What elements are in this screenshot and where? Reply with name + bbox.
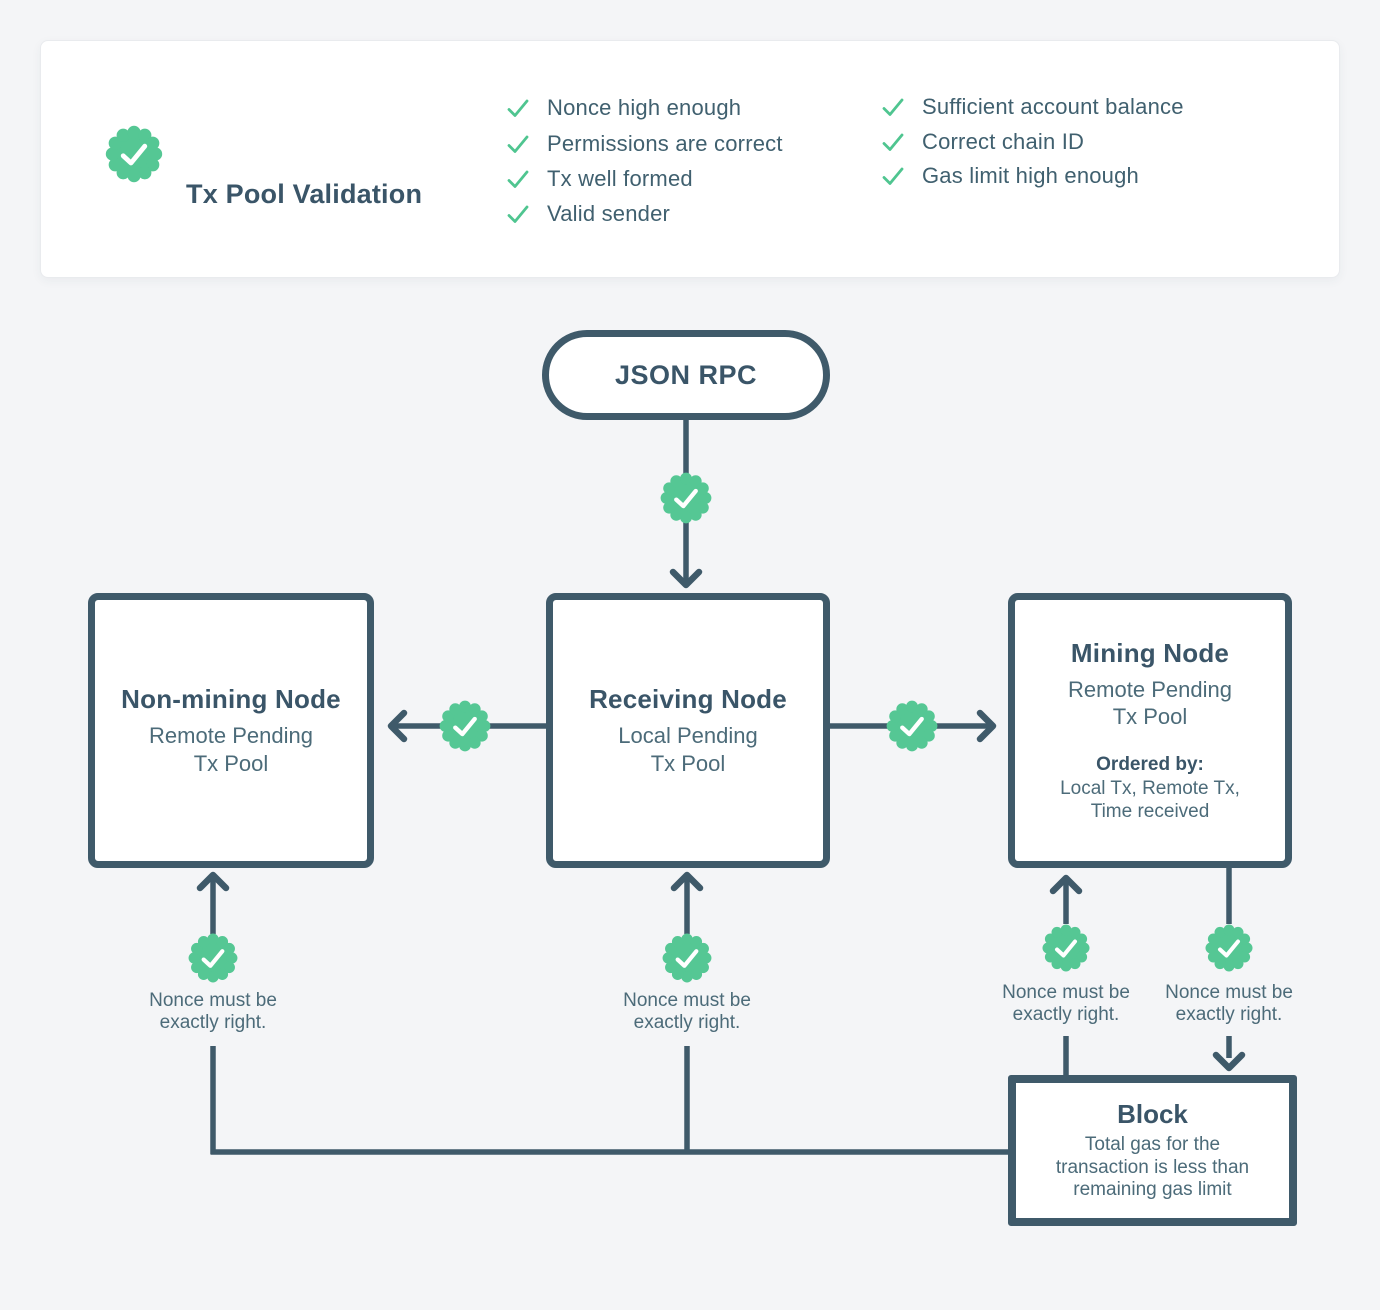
- check-icon: [507, 135, 529, 153]
- checklist-item: Valid sender: [506, 200, 670, 228]
- check-seal-icon: [187, 932, 239, 989]
- check-icon: [507, 99, 529, 117]
- arrow-mining-to-block: [1212, 866, 1246, 1072]
- block-body: Total gas for the transaction is less th…: [1055, 1133, 1250, 1201]
- checklist-item-label: Gas limit high enough: [922, 163, 1139, 188]
- checklist-item: Sufficient account balance: [881, 93, 1184, 121]
- node-title: Receiving Node: [589, 684, 787, 715]
- node-title: Mining Node: [1070, 637, 1230, 668]
- node-title: Non-mining Node: [121, 684, 341, 715]
- checklist-item-label: Correct chain ID: [922, 129, 1085, 154]
- checklist-item: Correct chain ID: [881, 128, 1084, 156]
- check-seal-icon: [104, 124, 164, 184]
- node-subtitle: Local Pending Tx Pool: [618, 723, 758, 776]
- block-box: Block Total gas for the transaction is l…: [1008, 1075, 1297, 1226]
- check-seal-icon: [659, 471, 713, 530]
- checklist-item: Permissions are correct: [506, 130, 783, 158]
- arrow-block-to-mining: [1049, 874, 1083, 1079]
- check-icon: [882, 167, 904, 185]
- checklist-item-label: Tx well formed: [547, 166, 693, 191]
- nonce-note: Nonce must be exactly right.: [623, 990, 751, 1033]
- card-title: Tx Pool Validation: [186, 179, 423, 209]
- checklist-item: Tx well formed: [506, 165, 693, 193]
- checklist-item-label: Valid sender: [547, 201, 671, 226]
- arrow-to-receiving-node: [670, 871, 704, 1154]
- check-seal-icon: [1203, 922, 1255, 978]
- json-rpc-label: JSON RPC: [614, 359, 758, 390]
- ordered-by-section: Ordered by: Local Tx, Remote Tx, Time re…: [1060, 754, 1240, 823]
- mining-node-box: Mining Node Remote Pending Tx Pool Order…: [1008, 593, 1292, 868]
- nonce-note: Nonce must be exactly right.: [149, 990, 277, 1033]
- node-subtitle: Remote Pending Tx Pool: [149, 723, 313, 776]
- check-icon: [507, 170, 529, 188]
- check-seal-icon: [661, 932, 713, 989]
- checklist-item-label: Sufficient account balance: [922, 94, 1184, 119]
- checklist-item-label: Permissions are correct: [547, 131, 783, 156]
- nonce-note: Nonce must be exactly right.: [1165, 982, 1293, 1025]
- ordered-by-values: Local Tx, Remote Tx, Time received: [1060, 778, 1240, 822]
- check-seal-icon: [885, 699, 939, 758]
- non-mining-node-box: Non-mining Node Remote Pending Tx Pool: [88, 593, 374, 868]
- arrow-to-nonmining-node: [196, 871, 230, 1154]
- check-seal-icon: [438, 699, 492, 758]
- checklist-item: Nonce high enough: [506, 94, 741, 122]
- block-title: Block: [1117, 1098, 1188, 1129]
- check-icon: [882, 98, 904, 116]
- check-seal-icon: [1040, 922, 1092, 978]
- validation-summary-card: Tx Pool Validation Nonce high enough Per…: [40, 40, 1340, 278]
- nonce-note: Nonce must be exactly right.: [1002, 982, 1130, 1025]
- checklist-item-label: Nonce high enough: [547, 95, 742, 120]
- check-icon: [882, 133, 904, 151]
- node-subtitle: Remote Pending Tx Pool: [1068, 676, 1232, 730]
- ordered-by-label: Ordered by:: [1096, 754, 1204, 776]
- check-icon: [507, 205, 529, 223]
- json-rpc-node: JSON RPC: [542, 330, 830, 420]
- receiving-node-box: Receiving Node Local Pending Tx Pool: [546, 593, 830, 868]
- checklist-item: Gas limit high enough: [881, 162, 1139, 190]
